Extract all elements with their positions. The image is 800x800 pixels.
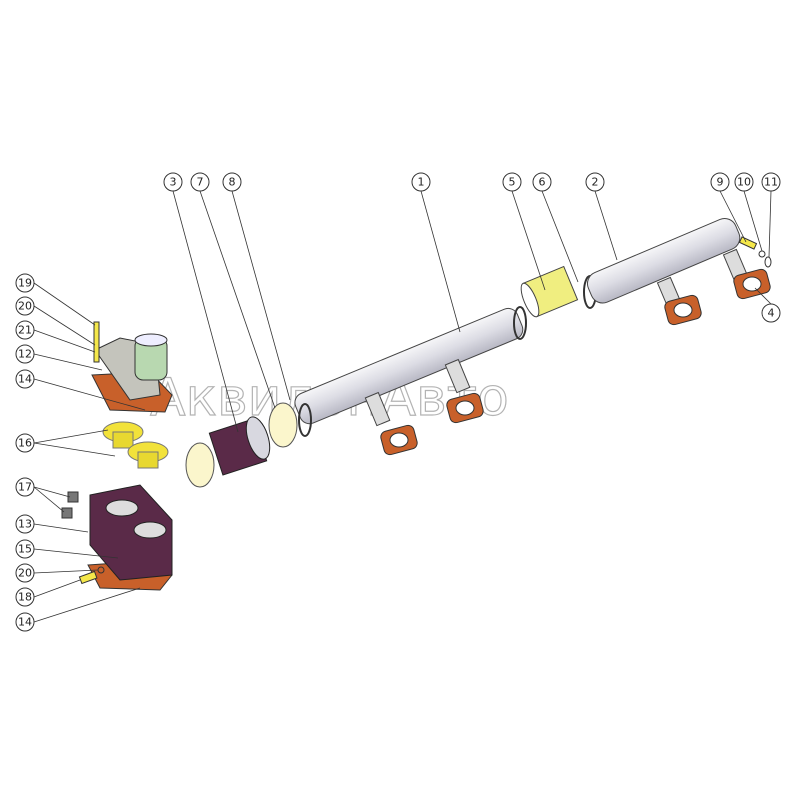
svg-text:12: 12 xyxy=(18,348,32,361)
callout-20b: 20 xyxy=(15,563,35,583)
svg-text:10: 10 xyxy=(737,176,751,189)
svg-text:20: 20 xyxy=(18,567,32,580)
plug-9 xyxy=(738,236,758,250)
callout-16: 16 xyxy=(15,433,35,453)
leader-lines xyxy=(33,190,772,623)
svg-text:15: 15 xyxy=(18,543,32,556)
thermostat-housing-13 xyxy=(61,484,173,591)
svg-text:13: 13 xyxy=(18,518,32,531)
washer-10 xyxy=(758,250,766,258)
clamp-7 xyxy=(268,402,298,448)
svg-text:21: 21 xyxy=(18,324,32,337)
callout-7: 7 xyxy=(190,172,210,192)
svg-text:11: 11 xyxy=(764,176,778,189)
svg-text:3: 3 xyxy=(170,176,177,189)
callout-15: 15 xyxy=(15,539,35,559)
svg-text:7: 7 xyxy=(197,176,204,189)
svg-text:5: 5 xyxy=(509,176,516,189)
thermostats-16 xyxy=(102,421,169,469)
svg-text:6: 6 xyxy=(539,176,546,189)
svg-text:18: 18 xyxy=(18,591,32,604)
pipe-2 xyxy=(586,217,771,326)
callout-11: 11 xyxy=(761,172,781,192)
callout-2: 2 xyxy=(585,172,605,192)
callout-3: 3 xyxy=(163,172,183,192)
svg-text:14: 14 xyxy=(18,616,32,629)
callout-20: 20 xyxy=(15,296,35,316)
svg-text:17: 17 xyxy=(18,481,32,494)
gasket-flanges-pipe-1 xyxy=(380,392,484,456)
callout-8: 8 xyxy=(222,172,242,192)
svg-text:16: 16 xyxy=(18,437,32,450)
callout-10: 10 xyxy=(734,172,754,192)
callout-19: 19 xyxy=(15,273,35,293)
thermostat-cover-12 xyxy=(91,321,173,413)
svg-text:1: 1 xyxy=(418,176,425,189)
callout-14: 14 xyxy=(15,369,35,389)
callout-17: 17 xyxy=(15,477,35,497)
o-ring xyxy=(298,403,312,437)
svg-text:9: 9 xyxy=(717,176,724,189)
callout-21: 21 xyxy=(15,320,35,340)
svg-text:2: 2 xyxy=(592,176,599,189)
svg-text:8: 8 xyxy=(229,176,236,189)
callout-5: 5 xyxy=(502,172,522,192)
callout-9: 9 xyxy=(710,172,730,192)
callout-1: 1 xyxy=(411,172,431,192)
hose-3 xyxy=(208,416,271,476)
callout-12: 12 xyxy=(15,344,35,364)
svg-text:20: 20 xyxy=(18,300,32,313)
svg-text:19: 19 xyxy=(18,277,32,290)
sleeve-5 xyxy=(520,265,579,318)
callout-4: 4 xyxy=(761,303,781,323)
pipe-1 xyxy=(294,307,524,427)
callout-14b: 14 xyxy=(15,612,35,632)
callout-6: 6 xyxy=(532,172,552,192)
ring-11 xyxy=(764,256,772,268)
callout-18: 18 xyxy=(15,587,35,607)
svg-text:4: 4 xyxy=(768,307,775,320)
o-ring xyxy=(513,306,527,340)
clamp xyxy=(185,442,215,488)
callout-13: 13 xyxy=(15,514,35,534)
svg-text:14: 14 xyxy=(18,373,32,386)
